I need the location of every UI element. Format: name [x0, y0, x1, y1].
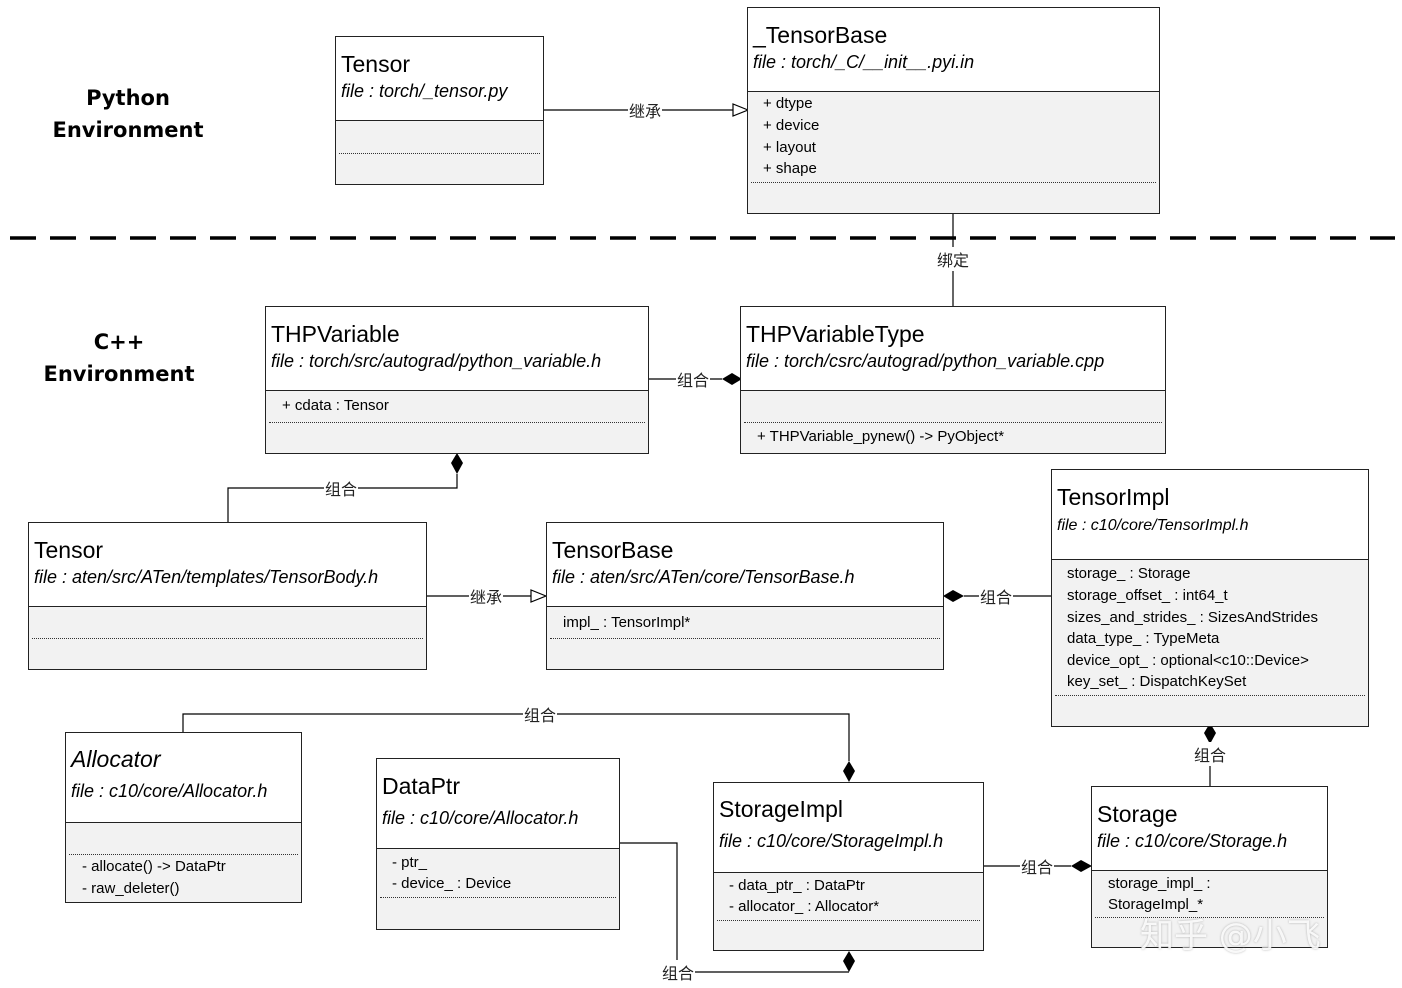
class-dataptr: DataPtr file : c10/core/Allocator.h - pt… — [376, 758, 620, 930]
class-file: file : c10/core/Allocator.h — [71, 781, 268, 801]
composition-diamond — [1071, 860, 1092, 872]
attribute-data-ptr: - data_ptr_ : DataPtr — [729, 877, 865, 894]
attribute-shape: + shape — [763, 160, 817, 177]
inherit-arrowhead — [732, 103, 750, 117]
relation-label-inherit-cpp: 继承 — [468, 584, 504, 608]
class-name: THPVariableType — [746, 321, 925, 347]
relation-label-compose-impl-storage: 组合 — [1192, 742, 1228, 766]
class-file: file : c10/core/Allocator.h — [382, 808, 579, 828]
class-file: file : torch/_tensor.py — [341, 81, 508, 101]
relation-label-compose-base-impl: 组合 — [978, 584, 1014, 608]
relation-label-compose-alloc-storageimpl: 组合 — [522, 702, 558, 726]
class-name: Tensor — [34, 537, 104, 563]
class-py-tensorbase: _TensorBase file : torch/_C/__init__.pyi… — [747, 7, 1160, 214]
method-allocate: - allocate() -> DataPtr — [82, 858, 226, 875]
class-allocator: Allocator file : c10/core/Allocator.h - … — [65, 732, 302, 903]
class-cpp-tensorbase: TensorBase file : aten/src/ATen/core/Ten… — [546, 522, 944, 670]
attribute-device: + device — [763, 117, 820, 134]
relation-label-compose-thpvar-tensor: 组合 — [323, 476, 359, 500]
composition-diamond — [451, 453, 463, 474]
method-raw-deleter: - raw_deleter() — [82, 880, 180, 897]
attribute-sizes-and-strides: sizes_and_strides_ : SizesAndStrides — [1067, 609, 1318, 626]
attribute-impl: impl_ : TensorImpl* — [563, 614, 691, 631]
composition-diamond — [943, 590, 964, 602]
class-cpp-tensor: Tensor file : aten/src/ATen/templates/Te… — [28, 522, 427, 670]
class-name: TensorBase — [552, 537, 674, 563]
composition-diamond — [722, 373, 742, 385]
relation-label-compose-dataptr-storageimpl: 组合 — [660, 960, 696, 984]
class-file: file : c10/core/StorageImpl.h — [719, 831, 944, 851]
class-name: StorageImpl — [719, 796, 844, 822]
attribute-allocator: - allocator_ : Allocator* — [729, 898, 880, 915]
attribute-device: - device_ : Device — [392, 875, 512, 892]
watermark-text: 知乎 @小飞 — [1140, 916, 1321, 956]
python-environment-label: Python Environment — [52, 86, 204, 142]
cpp-environment-label: C++ Environment — [43, 330, 195, 386]
class-storage: Storage file : c10/core/Storage.h storag… — [1091, 786, 1328, 948]
class-name: THPVariable — [271, 321, 400, 347]
attribute-device-opt: device_opt_ : optional<c10::Device> — [1067, 652, 1309, 669]
edge-compose-dataptr-storageimpl — [620, 842, 849, 973]
class-name: _TensorBase — [753, 22, 888, 48]
inherit-arrowhead — [530, 589, 548, 603]
relation-label-compose-thp: 组合 — [675, 367, 711, 391]
attribute-cdata: + cdata : Tensor — [282, 397, 389, 414]
edge-compose-alloc-storageimpl — [182, 713, 850, 761]
attribute-ptr: - ptr_ — [392, 854, 428, 871]
class-name: Storage — [1097, 801, 1178, 827]
class-file: file : aten/src/ATen/templates/TensorBod… — [34, 567, 379, 587]
attribute-layout: + layout — [763, 139, 816, 156]
method-thpvariable-pynew: + THPVariable_pynew() -> PyObject* — [757, 428, 1005, 445]
attribute-storage-impl: storage_impl_ : — [1108, 875, 1211, 892]
attribute-storage-offset: storage_offset_ : int64_t — [1067, 587, 1228, 604]
class-name: DataPtr — [382, 773, 460, 799]
attribute-key-set: key_set_ : DispatchKeySet — [1067, 673, 1247, 690]
attribute-storage: storage_ : Storage — [1067, 565, 1191, 582]
class-name: TensorImpl — [1057, 484, 1170, 510]
relation-label-inherit-py: 继承 — [627, 98, 663, 122]
class-file: file : aten/src/ATen/core/TensorBase.h — [552, 567, 855, 587]
class-file: file : torch/_C/__init__.pyi.in — [753, 52, 975, 72]
class-file: file : c10/core/TensorImpl.h — [1057, 517, 1249, 534]
class-name: Allocator — [71, 746, 161, 772]
relation-label-bind: 绑定 — [935, 247, 971, 271]
attribute-storage-impl-type: StorageImpl_* — [1108, 896, 1204, 913]
class-file: file : torch/src/autograd/python_variabl… — [271, 351, 602, 371]
attribute-data-type: data_type_ : TypeMeta — [1067, 630, 1220, 647]
class-storageimpl: StorageImpl file : c10/core/StorageImpl.… — [713, 782, 984, 951]
attribute-dtype: + dtype — [763, 95, 813, 112]
composition-diamond — [1204, 723, 1216, 744]
class-file: file : torch/csrc/autograd/python_variab… — [746, 351, 1105, 371]
class-file: file : c10/core/Storage.h — [1097, 831, 1288, 851]
class-name: Tensor — [341, 51, 411, 77]
class-tensorimpl: TensorImpl file : c10/core/TensorImpl.h … — [1051, 469, 1369, 727]
composition-diamond — [843, 761, 855, 782]
composition-diamond — [843, 951, 855, 972]
relation-label-compose-storageimpl-storage: 组合 — [1019, 854, 1055, 878]
class-py-tensor: Tensor file : torch/_tensor.py — [335, 36, 544, 185]
class-thpvariabletype: THPVariableType file : torch/csrc/autogr… — [740, 306, 1166, 454]
class-thpvariable: THPVariable file : torch/src/autograd/py… — [265, 306, 649, 454]
